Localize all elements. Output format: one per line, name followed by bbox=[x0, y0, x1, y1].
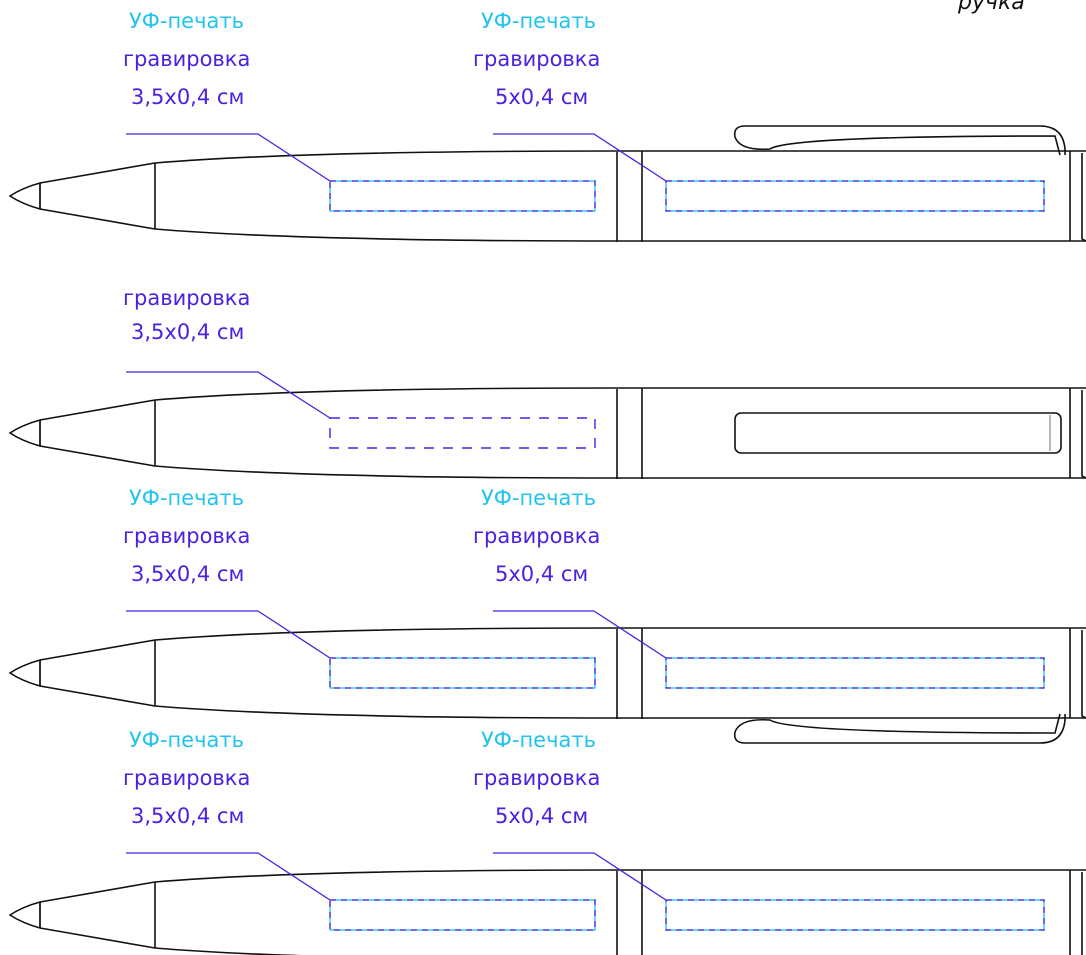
pen-clip bbox=[734, 412, 1062, 454]
cap-end bbox=[1069, 870, 1083, 955]
uv-print-area bbox=[665, 899, 1045, 931]
pen-body-outline bbox=[39, 387, 1086, 479]
engraving-label: гравировка bbox=[473, 524, 601, 548]
leader-line bbox=[126, 852, 331, 901]
engraving-label: гравировка bbox=[473, 766, 601, 790]
pen-title-fragment: ручка bbox=[958, 0, 1025, 15]
engraving-label: гравировка bbox=[123, 766, 251, 790]
uv-print-area bbox=[329, 657, 596, 689]
pen-tip bbox=[8, 182, 41, 210]
engraving-area bbox=[329, 180, 596, 212]
uv-print-label: УФ-печать bbox=[129, 728, 244, 752]
engraving-label: гравировка bbox=[123, 47, 251, 71]
pen-drawings bbox=[8, 125, 1086, 955]
engraving-area bbox=[329, 417, 596, 449]
engraving-area bbox=[665, 657, 1045, 689]
leader-line bbox=[126, 133, 331, 182]
cap-end bbox=[1069, 151, 1086, 242]
leader-line bbox=[493, 133, 667, 182]
pen-2 bbox=[8, 371, 1086, 479]
engraving-area bbox=[329, 657, 596, 689]
leader-line bbox=[126, 371, 331, 419]
engraving-area bbox=[665, 180, 1045, 212]
uv-print-area bbox=[329, 899, 596, 931]
leader-line bbox=[126, 610, 331, 659]
uv-print-area bbox=[329, 180, 596, 212]
area-size-label: 5х0,4 см bbox=[495, 562, 589, 586]
pen-body-outline bbox=[39, 869, 1086, 955]
area-size-label: 3,5х0,4 см bbox=[131, 562, 245, 586]
uv-print-label: УФ-печать bbox=[129, 9, 244, 33]
area-size-label: 3,5х0,4 см bbox=[131, 320, 245, 344]
pen-tip bbox=[8, 419, 41, 447]
pen-tip bbox=[8, 659, 41, 687]
pen-3 bbox=[8, 610, 1086, 744]
area-size-label: 5х0,4 см bbox=[495, 804, 589, 828]
uv-print-label: УФ-печать bbox=[129, 486, 244, 510]
pen-4 bbox=[8, 852, 1086, 955]
leader-line bbox=[493, 852, 667, 901]
uv-print-area bbox=[665, 657, 1045, 689]
area-size-label: 5х0,4 см bbox=[495, 85, 589, 109]
pen-clip bbox=[733, 713, 1066, 744]
engraving-area bbox=[329, 899, 596, 931]
pen-1 bbox=[8, 125, 1086, 242]
area-size-label: 3,5х0,4 см bbox=[131, 85, 245, 109]
engraving-area bbox=[665, 899, 1045, 931]
uv-print-label: УФ-печать bbox=[481, 486, 596, 510]
uv-print-label: УФ-печать bbox=[481, 9, 596, 33]
area-size-label: 3,5х0,4 см bbox=[131, 804, 245, 828]
cap-end bbox=[1069, 388, 1086, 479]
pen-tip bbox=[8, 901, 41, 929]
leader-line bbox=[493, 610, 667, 659]
engraving-label: гравировка bbox=[473, 47, 601, 71]
pen-clip bbox=[733, 125, 1066, 156]
engraving-label: гравировка bbox=[123, 286, 251, 310]
pen-body-outline bbox=[39, 150, 1086, 242]
uv-print-label: УФ-печать bbox=[481, 728, 596, 752]
uv-print-area bbox=[665, 180, 1045, 212]
pen-body-outline bbox=[39, 627, 1086, 719]
engraving-label: гравировка bbox=[123, 524, 251, 548]
cap-end bbox=[1069, 628, 1086, 719]
